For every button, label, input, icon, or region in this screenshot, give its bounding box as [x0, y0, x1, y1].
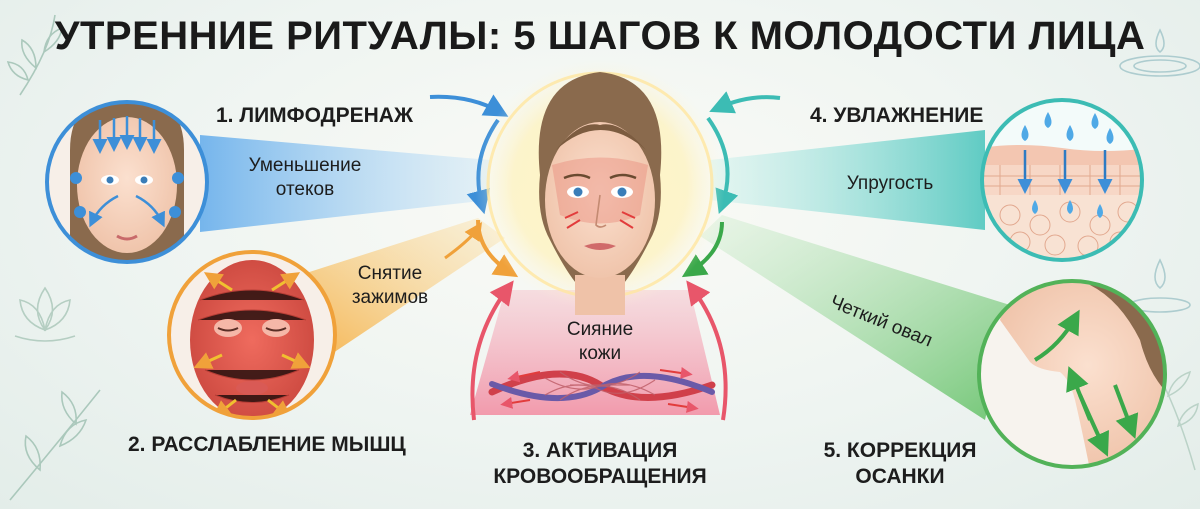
step-1-benefit-line-2: отеков [275, 179, 335, 200]
step-2-title: 2. РАССЛАБЛЕНИЕ МЫШЦ [128, 433, 406, 456]
beam-circulation [470, 290, 720, 415]
step-2-benefit-line-2: зажимов [351, 287, 429, 308]
step-4-title: 4. УВЛАЖНЕНИЕ [810, 104, 984, 127]
beam-hydration [710, 130, 985, 230]
beam-posture [700, 215, 1010, 420]
leaf-icon [6, 14, 101, 501]
blood-vessels-icon [488, 367, 716, 413]
step-3-benefit-line-1: Сияние [566, 319, 634, 340]
step-4-benefit: Упругость [846, 173, 934, 194]
central-face-illustration [475, 60, 725, 315]
skin-hydration-icon [980, 98, 1144, 262]
page-title: УТРЕННИЕ РИТУАЛЫ: 5 ШАГОВ К МОЛОДОСТИ ЛИ… [54, 14, 1146, 58]
step-5-title-line-2: ОСАНКИ [855, 465, 945, 488]
step-5-title-line-1: 5. КОРРЕКЦИЯ [823, 439, 977, 462]
step-2-benefit: Снятие зажимов [335, 262, 445, 310]
face-muscles-icon [167, 250, 337, 420]
step-3-title-line-1: 3. АКТИВАЦИЯ [522, 439, 678, 462]
face-lymph-icon [45, 100, 209, 264]
step-2-benefit-line-1: Снятие [357, 263, 423, 284]
step-3-title: 3. АКТИВАЦИЯ КРОВООБРАЩЕНИЯ [450, 438, 750, 490]
lotus-icon [14, 286, 76, 342]
neck-posture-icon [977, 279, 1167, 469]
step-1-benefit: Уменьшение отеков [235, 154, 375, 202]
step-1-title: 1. ЛИМФОДРЕНАЖ [216, 104, 413, 127]
step-3-benefit-line-2: кожи [578, 343, 622, 364]
beam-lymph [200, 135, 490, 232]
step-1-benefit-line-1: Уменьшение [248, 155, 362, 176]
step-5-title: 5. КОРРЕКЦИЯ ОСАНКИ [820, 438, 980, 490]
step-3-benefit: Сияние кожи [540, 318, 660, 366]
step-3-title-line-2: КРОВООБРАЩЕНИЯ [493, 465, 707, 488]
